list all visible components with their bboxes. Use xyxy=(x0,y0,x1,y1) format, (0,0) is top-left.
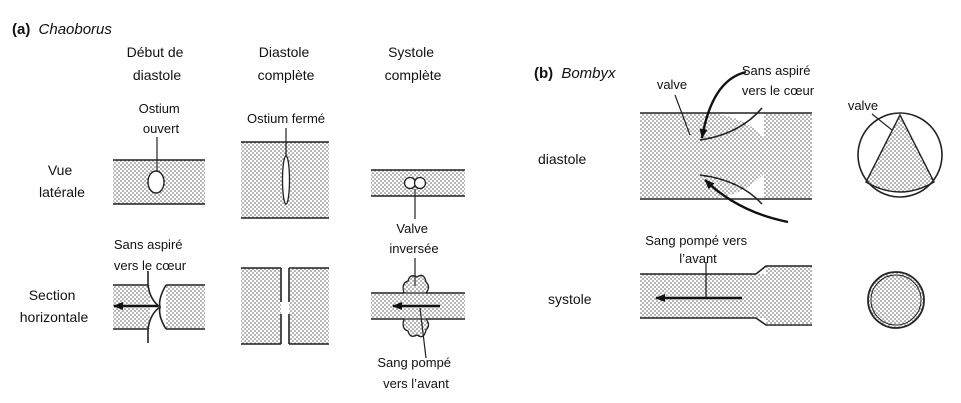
label-blood-out-b: Sang pompé vers l’avant xyxy=(645,233,751,266)
tube-full-diastole-lateral xyxy=(241,128,329,219)
arrow-inflow-top xyxy=(699,70,747,139)
tube-bombyx-systole xyxy=(640,262,812,326)
label-blood-in-a: Sans aspiré vers le cœur xyxy=(114,237,187,273)
ostium-open-shape xyxy=(147,170,165,194)
tube-bombyx-diastole xyxy=(640,70,812,224)
row-header-lateral-view: Vue latérale xyxy=(39,162,85,200)
tube-full-systole-section xyxy=(371,274,465,359)
valve-cross-section-closed xyxy=(867,271,925,329)
panel-a-title: (a) Chaoborus xyxy=(12,21,112,38)
panel-b-name: Bombyx xyxy=(561,65,616,82)
panel-a-name: Chaoborus xyxy=(39,21,113,38)
col-header-full-diastole: Diastole complète xyxy=(258,44,315,83)
label-blood-in-b: Sans aspiré vers le cœur xyxy=(742,63,815,98)
label-systole: systole xyxy=(548,291,592,307)
tube-full-systole-lateral xyxy=(371,169,465,219)
label-ostium-open: Ostium ouvert xyxy=(139,101,184,136)
label-valve-circle: valve xyxy=(848,98,878,113)
row-header-horizontal-section: Section horizontale xyxy=(20,287,89,325)
col-header-early-diastole: Début de diastole xyxy=(127,44,188,83)
col-header-full-systole: Systole complète xyxy=(385,44,442,83)
tube-early-diastole-section xyxy=(113,271,205,343)
ostium-closed-shape xyxy=(281,155,291,205)
label-valve-inverted: Valve inversée xyxy=(389,221,438,256)
label-ostium-closed: Ostium fermé xyxy=(247,111,325,126)
panel-b-letter: (b) xyxy=(534,65,553,82)
tube-early-diastole-lateral xyxy=(113,137,205,205)
label-valve-b: valve xyxy=(657,77,687,92)
arrow-inflow-bottom xyxy=(704,179,789,224)
tube-full-diastole-section xyxy=(241,267,329,345)
panel-b-title: (b) Bombyx xyxy=(534,65,616,82)
label-blood-out-a: Sang pompé vers l’avant xyxy=(377,355,454,391)
valve-cross-section-open xyxy=(857,112,943,198)
label-diastole: diastole xyxy=(538,151,586,167)
panel-a-letter: (a) xyxy=(12,21,30,38)
